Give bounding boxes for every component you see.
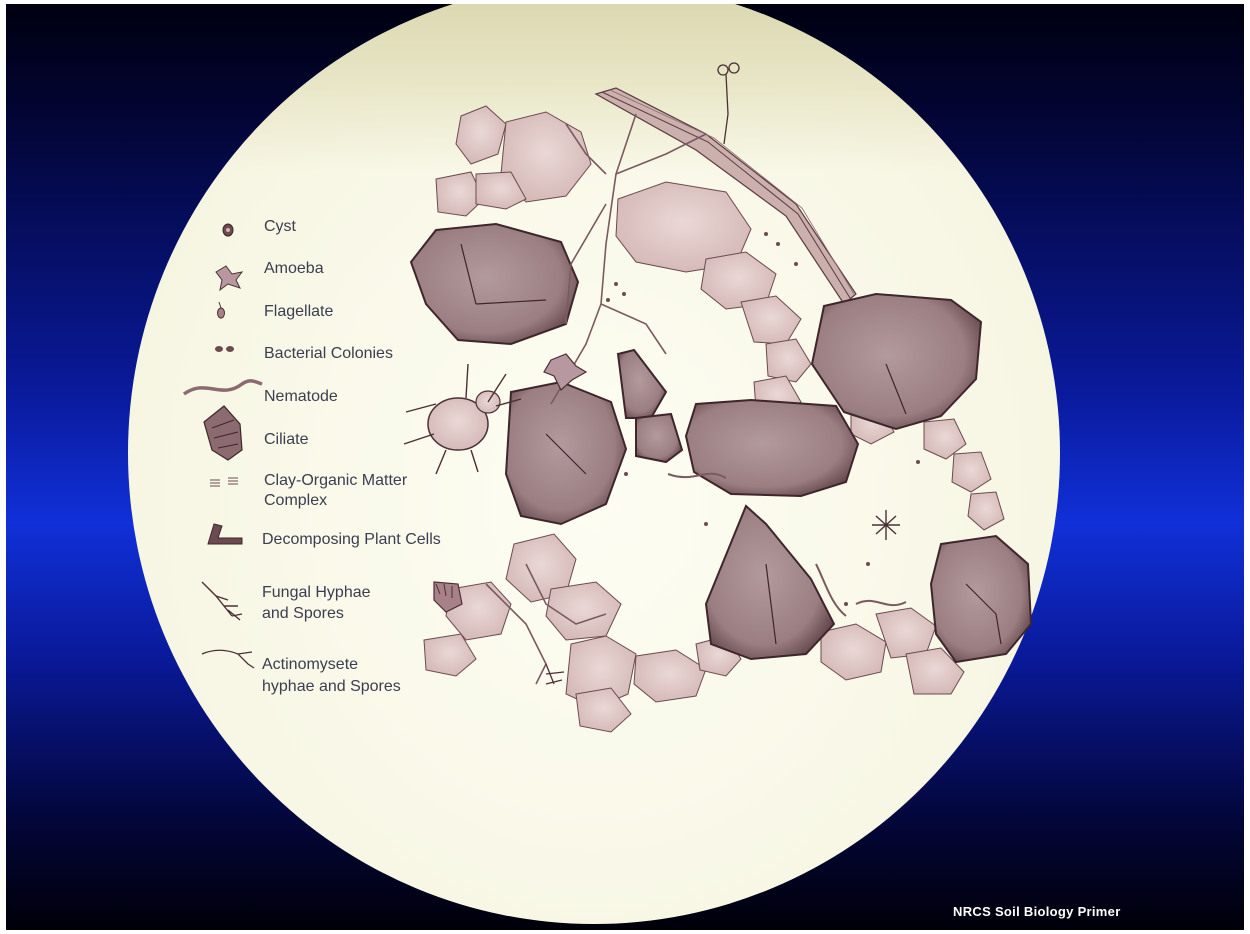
legend-label-decomposing-plant-cells: Decomposing Plant Cells xyxy=(262,529,441,550)
legend-label-clay-organic-matter-line2: Complex xyxy=(264,490,327,511)
nematode-icon xyxy=(184,381,262,394)
legend-label-actinomycete-line2: hyphae and Spores xyxy=(262,676,401,697)
legend-label-amoeba: Amoeba xyxy=(264,258,324,279)
legend-label-ciliate: Ciliate xyxy=(264,429,308,450)
clay-organic-matter-icon xyxy=(210,478,238,486)
soil-food-web-illustration xyxy=(6,4,1244,930)
cyst-icon xyxy=(223,224,233,236)
actinomycete-icon xyxy=(202,650,254,668)
source-credit: NRCS Soil Biology Primer xyxy=(953,904,1121,919)
legend-label-bacterial-colonies: Bacterial Colonies xyxy=(264,343,393,364)
flagellate-icon xyxy=(218,302,225,318)
legend-label-clay-organic-matter: Clay-Organic Matter xyxy=(264,470,407,491)
legend-label-flagellate: Flagellate xyxy=(264,301,333,322)
legend-label-fungal-hyphae-line2: and Spores xyxy=(262,603,344,624)
legend-label-fungal-hyphae: Fungal Hyphae xyxy=(262,582,371,603)
mite xyxy=(404,364,521,474)
decomposing-plant-cells-icon xyxy=(208,524,242,544)
ciliate-icon xyxy=(204,406,242,460)
star-organism xyxy=(872,510,900,540)
legend-label-nematode: Nematode xyxy=(264,386,338,407)
fungal-hyphae-icon xyxy=(202,582,242,620)
legend-label-cyst: Cyst xyxy=(264,216,296,237)
bacterial-colonies-icon xyxy=(215,346,234,352)
amoeba-icon xyxy=(216,266,242,290)
slide-background: Cyst Amoeba Flagellate Bacterial Colonie… xyxy=(6,4,1244,930)
legend-label-actinomycete: Actinomysete xyxy=(262,654,358,675)
